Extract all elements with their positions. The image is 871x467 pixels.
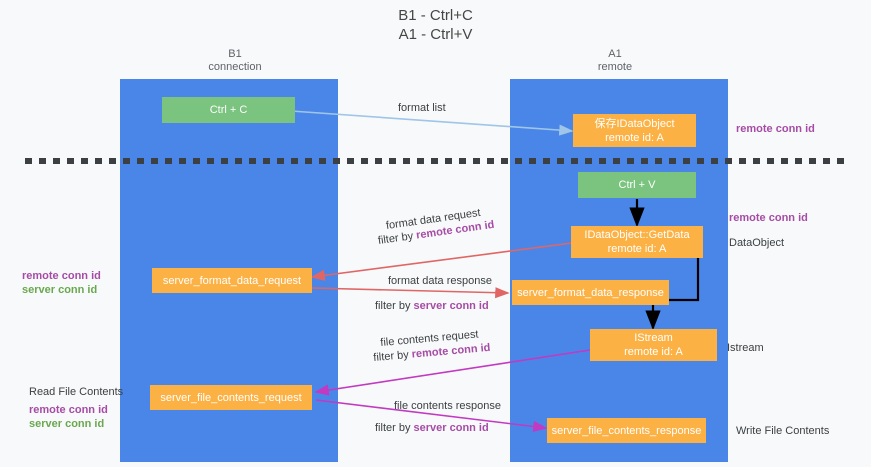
annotation-right-write-file-contents: Write File Contents (736, 425, 830, 437)
annotation-right-remote-conn-id-mid: remote conn id (729, 212, 808, 224)
edge-label-format-data-response-filter: filter by server conn id (375, 299, 489, 313)
annotation-left-server-conn-id-mid: server conn id (22, 284, 98, 296)
column-header-b1: B1 connection (208, 48, 262, 73)
filter-prefix: filter by (375, 422, 414, 434)
annotation-left-remote-conn-id-bottom: remote conn id (29, 404, 108, 416)
filter-prefix: filter by (375, 300, 414, 312)
annotation-left-server-conn-id-bottom: server conn id (29, 418, 105, 430)
filter-key-server-conn-id: server conn id (413, 300, 489, 312)
edge-label-file-contents-response-filter: filter by server conn id (375, 421, 489, 435)
arrow-format-data-response (311, 287, 510, 299)
edge-label-format-data-response: format data response (388, 275, 492, 287)
node-save-idataobject[interactable]: 保存IDataObject remote id: A (573, 114, 696, 147)
annotation-right-remote-conn-id-top: remote conn id (736, 123, 815, 135)
node-idataobject-getdata[interactable]: IDataObject::GetData remote id: A (571, 226, 703, 258)
annotation-right-dataobject: DataObject (729, 237, 785, 249)
annotation-right-istream: Istream (727, 342, 764, 354)
filter-key-server-conn-id: server conn id (413, 422, 489, 434)
node-istream[interactable]: IStream remote id: A (590, 329, 717, 361)
node-ctrl-v[interactable]: Ctrl + V (578, 172, 696, 198)
annotation-left-remote-conn-id-mid: remote conn id (22, 270, 101, 282)
edge-label-format-list: format list (398, 102, 446, 114)
filter-prefix: filter by (377, 229, 418, 248)
node-server-format-data-request[interactable]: server_format_data_request (152, 268, 312, 293)
node-server-format-data-response[interactable]: server_format_data_response (512, 280, 669, 305)
node-server-file-contents-request[interactable]: server_file_contents_request (150, 385, 312, 410)
edge-label-file-contents-response: file contents response (394, 400, 502, 412)
diagram-title: B1 - Ctrl+C A1 - Ctrl+V (398, 7, 473, 43)
node-server-file-contents-response[interactable]: server_file_contents_response (547, 418, 706, 443)
filter-prefix: filter by (372, 348, 413, 365)
divider-dashed-line (25, 158, 847, 164)
node-ctrl-c[interactable]: Ctrl + C (162, 97, 295, 123)
column-header-a1: A1 remote (597, 48, 633, 73)
annotation-left-read-file-contents: Read File Contents (29, 386, 124, 398)
